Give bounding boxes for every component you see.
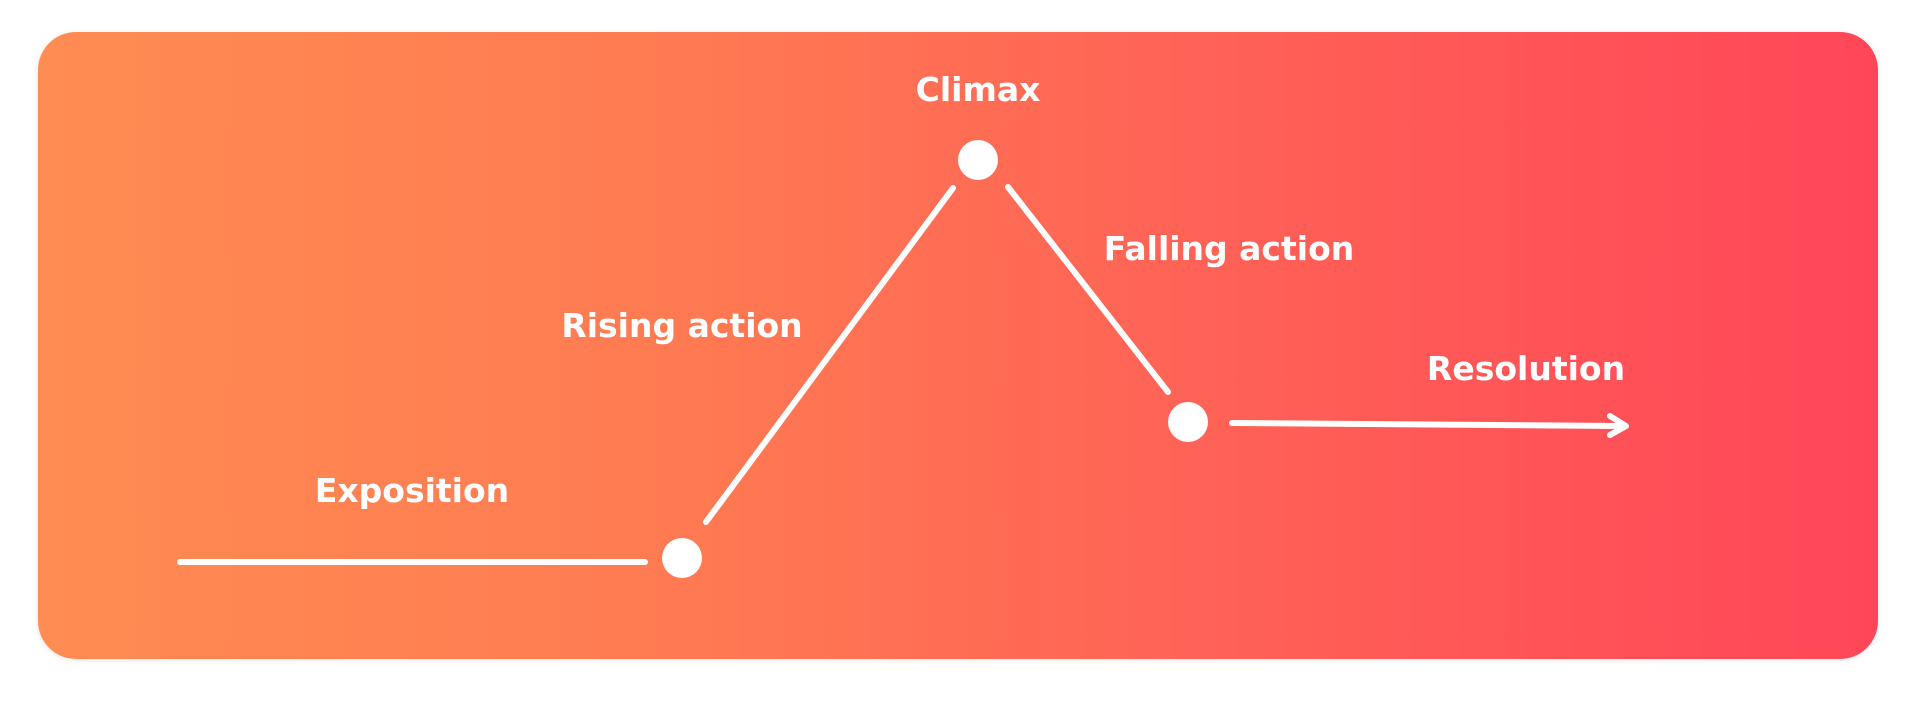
falling-action-line [1005,184,1171,395]
resolution-line [1229,420,1625,429]
arrowhead-icon [1607,413,1629,438]
falling-action-label: Falling action [1104,229,1355,268]
rising-action-line [703,185,956,525]
resolution-label: Resolution [1427,349,1625,388]
rising-action-label: Rising action [561,306,802,345]
climax-node [958,140,998,180]
climax-label: Climax [916,70,1041,109]
rising-action-start-node [662,538,702,578]
diagram-card [38,32,1878,659]
resolution-start-node [1168,402,1208,442]
exposition-label: Exposition [315,471,509,510]
